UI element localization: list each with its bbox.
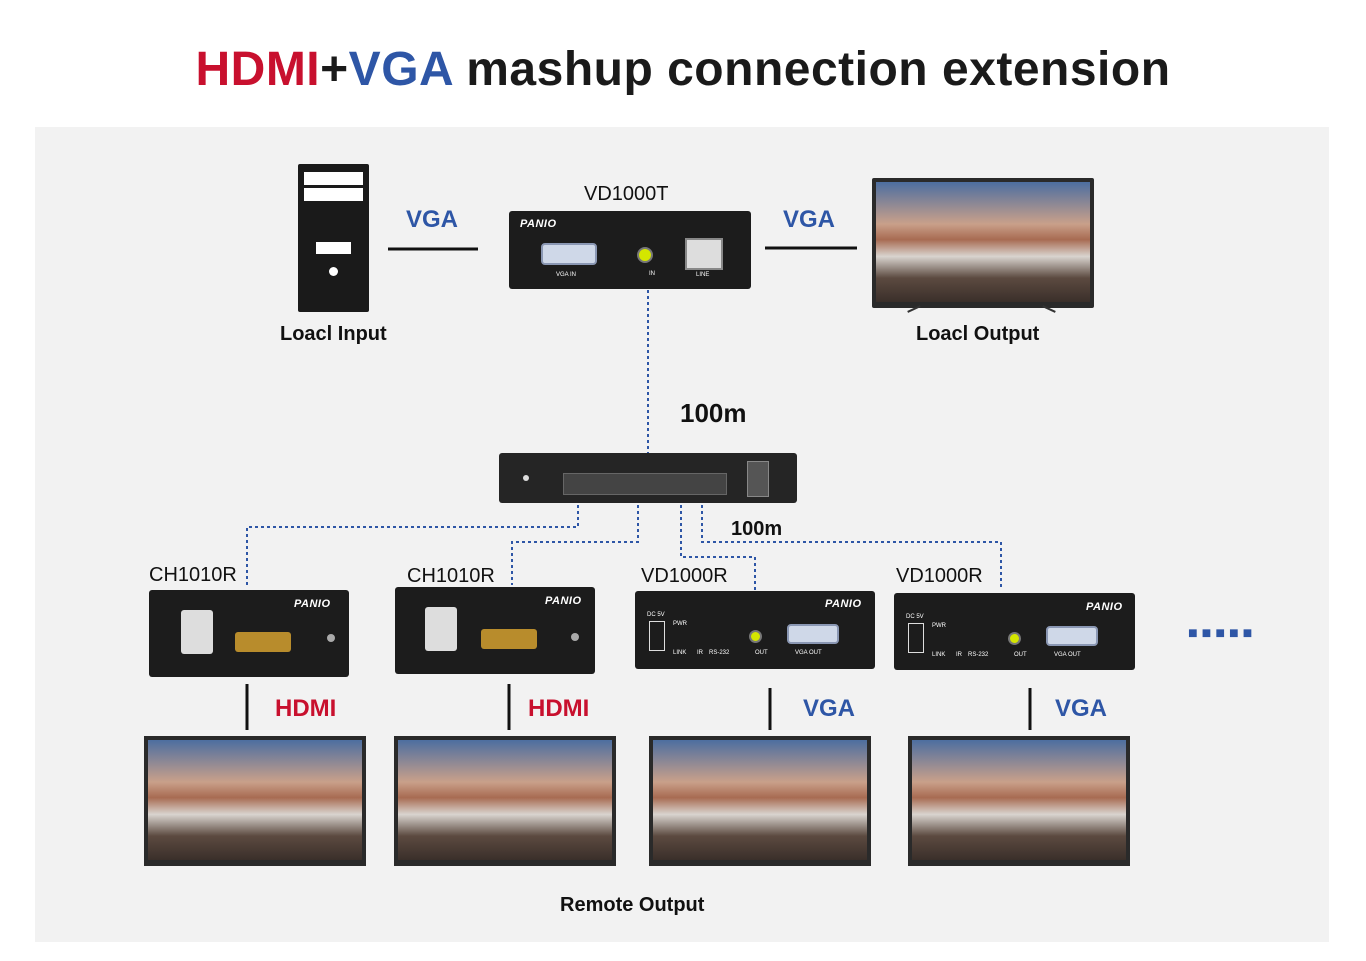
distance-label-bottom: 100m [731, 518, 783, 540]
receiver-2-signal: HDMI [528, 695, 590, 722]
receiver-4-device: PANIO DC 5V PWR LINK IR RS-232 OUT VGA O… [894, 593, 1135, 670]
vga-port-icon [787, 624, 839, 644]
receiver-3-signal: VGA [803, 695, 856, 722]
title-hdmi: HDMI [195, 43, 321, 96]
line-label: LINE [696, 272, 710, 278]
pwr-label: PWR [932, 623, 946, 629]
remote-tv-2 [394, 736, 616, 866]
remote-output-label: Remote Output [560, 894, 705, 916]
brand-logo: PANIO [294, 598, 331, 610]
dc-jack-icon [649, 621, 665, 651]
receiver-2-model: CH1010R [407, 565, 495, 587]
local-output-tv [872, 178, 1094, 313]
title-rest: mashup connection extension [452, 43, 1171, 96]
transmitter-device: PANIO VGA IN IN LINE [509, 211, 751, 289]
rj45-port-icon [685, 238, 723, 270]
ir-label: IR [697, 650, 703, 656]
receiver-3-device: PANIO DC 5V PWR LINK IR RS-232 OUT VGA O… [635, 591, 875, 669]
network-switch [499, 453, 797, 503]
brand-logo: PANIO [545, 595, 582, 607]
audio-in-label: IN [649, 271, 655, 277]
dc-label: DC 5V [647, 612, 665, 618]
remote-tv-3 [649, 736, 871, 866]
brand-logo: PANIO [520, 218, 557, 230]
dc-jack-icon [908, 623, 924, 653]
link-receiver-2 [511, 505, 639, 585]
signal-label-right: VGA [783, 206, 836, 233]
receiver-4-model: VD1000R [896, 565, 983, 587]
hdmi-port-icon [235, 632, 291, 652]
local-output-label: Loacl Output [916, 323, 1040, 345]
ir-label: IR [956, 652, 962, 658]
network-connector-icon [181, 610, 213, 654]
receiver-1-signal: HDMI [275, 695, 337, 722]
vga-in-label: VGA IN [556, 272, 577, 278]
hdmi-port-icon [481, 629, 537, 649]
transmitter-model-label: VD1000T [584, 183, 669, 205]
remote-tv-4 [908, 736, 1130, 866]
link-label: LINK [673, 650, 687, 656]
audio-jack-icon [637, 247, 653, 263]
title-vga: VGA [348, 43, 453, 96]
link-receiver-3 [680, 505, 756, 590]
vga-port-icon [1046, 626, 1098, 646]
audio-jack-icon [1008, 632, 1021, 645]
audio-jack-icon [749, 630, 762, 643]
receiver-4-signal: VGA [1055, 695, 1108, 722]
pwr-label: PWR [673, 621, 687, 627]
receiver-1-model: CH1010R [149, 564, 237, 586]
audio-out-label: OUT [755, 650, 768, 656]
more-devices-indicator: ■■■■■ [1188, 625, 1257, 642]
rs232-label: RS-232 [968, 652, 989, 658]
receiver-2-device: PANIO [395, 587, 595, 674]
title-plus: + [320, 43, 349, 96]
link-receiver-4 [701, 505, 1002, 590]
link-receiver-1 [246, 505, 579, 585]
rs232-label: RS-232 [709, 650, 730, 656]
page-title: HDMI+VGA mashup connection extension [0, 42, 1366, 97]
vga-out-label: VGA OUT [1054, 652, 1081, 658]
local-input-label: Loacl Input [280, 323, 387, 345]
dc-label: DC 5V [906, 614, 924, 620]
remote-tv-1 [144, 736, 366, 866]
vga-out-label: VGA OUT [795, 650, 822, 656]
receiver-1-device: PANIO [149, 590, 349, 677]
vga-port-icon [541, 243, 597, 265]
brand-logo: PANIO [1086, 601, 1123, 613]
receiver-3-model: VD1000R [641, 565, 728, 587]
network-connector-icon [425, 607, 457, 651]
pc-tower-icon [298, 164, 369, 312]
link-label: LINK [932, 652, 946, 658]
distance-label-top: 100m [680, 398, 747, 428]
brand-logo: PANIO [825, 598, 862, 610]
signal-label-left: VGA [406, 206, 459, 233]
audio-out-label: OUT [1014, 652, 1027, 658]
